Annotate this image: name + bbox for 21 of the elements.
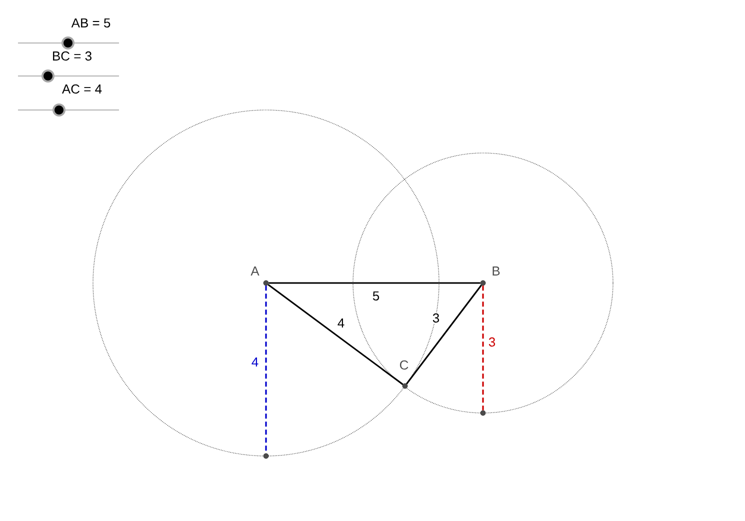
slider-label: AB = 5 (71, 18, 110, 28)
dashed-segment (265, 286, 267, 454)
point: A (250, 266, 269, 286)
edge-label: 4 (250, 356, 260, 368)
slider-label: BC = 3 (53, 51, 92, 61)
edge-label: 3 (431, 312, 441, 324)
line-segment (268, 284, 404, 386)
edge-label: 4 (336, 318, 346, 328)
point (480, 410, 486, 416)
point (263, 453, 269, 459)
edge-label: 5 (371, 290, 381, 302)
line-segment (268, 282, 480, 284)
edge-label: 3 (487, 336, 497, 348)
node-label: B (492, 266, 500, 276)
dashed-segment (482, 286, 484, 410)
point: B (480, 266, 500, 286)
node-label: A (250, 266, 260, 276)
node-label: C (400, 360, 408, 370)
point: C (400, 360, 408, 389)
line-segment (406, 284, 482, 384)
slider-label: AC = 4 (62, 84, 102, 94)
